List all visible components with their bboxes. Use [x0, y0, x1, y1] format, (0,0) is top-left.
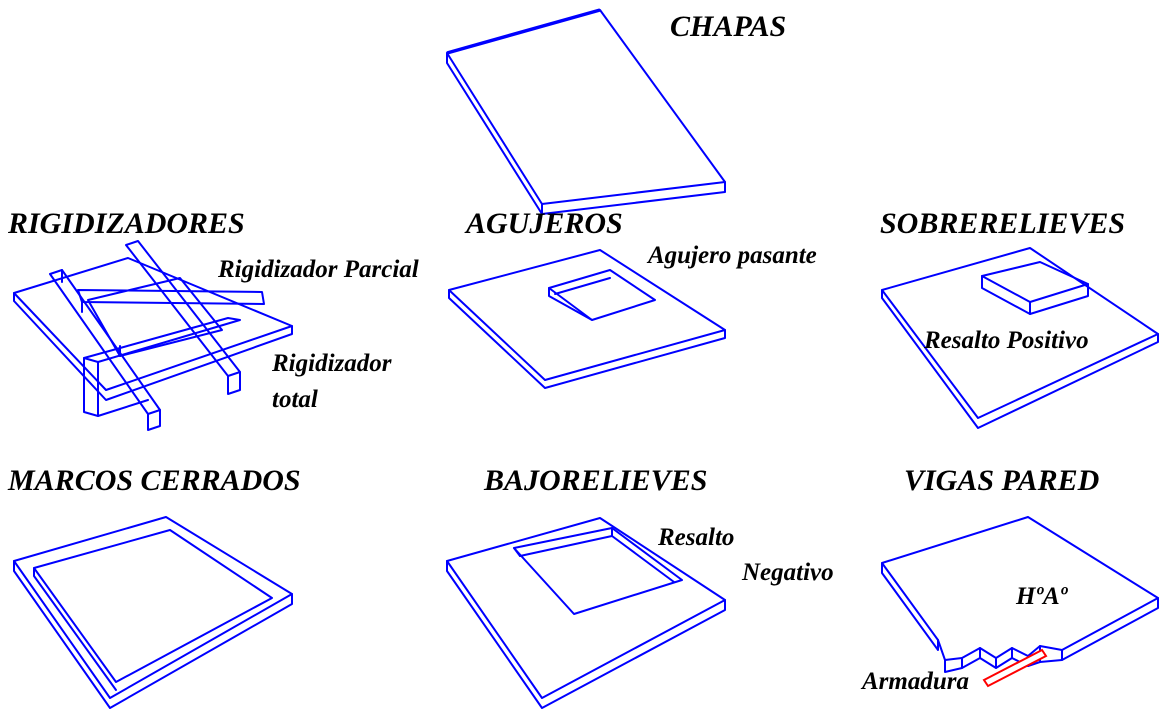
vigas-figure [881, 516, 1159, 688]
label-rigidizador-total-2: total [272, 386, 318, 413]
title-sobrerelieves: SOBRERELIEVES [880, 207, 1125, 240]
label-rigidizador-parcial: Rigidizador Parcial [217, 256, 419, 283]
title-chapas: CHAPAS [670, 10, 786, 43]
bajorelieves-figure [446, 517, 726, 709]
chapas-figure [446, 8, 726, 215]
marcos-figure [13, 516, 293, 709]
title-rigidizadores: RIGIDIZADORES [7, 207, 245, 240]
label-resalto-negativo-2: Negativo [741, 559, 834, 586]
title-marcos-cerrados: MARCOS CERRADOS [7, 464, 301, 497]
label-armadura: Armadura [860, 668, 969, 695]
title-vigas-pared: VIGAS PARED [904, 464, 1099, 497]
label-resalto-positivo: Resalto Positivo [923, 327, 1089, 354]
sobrerelieves-figure [881, 247, 1159, 429]
label-resalto-negativo-1: Resalto [657, 524, 734, 551]
label-agujero-pasante: Agujero pasante [646, 242, 817, 269]
rigidizadores-figure [13, 240, 293, 431]
rebar-icon [982, 648, 1048, 688]
agujeros-figure [448, 249, 726, 389]
title-bajorelieves: BAJORELIEVES [483, 464, 707, 497]
label-hormigon-armado: HºAº [1015, 583, 1069, 610]
label-rigidizador-total-1: Rigidizador [271, 350, 392, 377]
title-agujeros: AGUJEROS [464, 207, 623, 240]
